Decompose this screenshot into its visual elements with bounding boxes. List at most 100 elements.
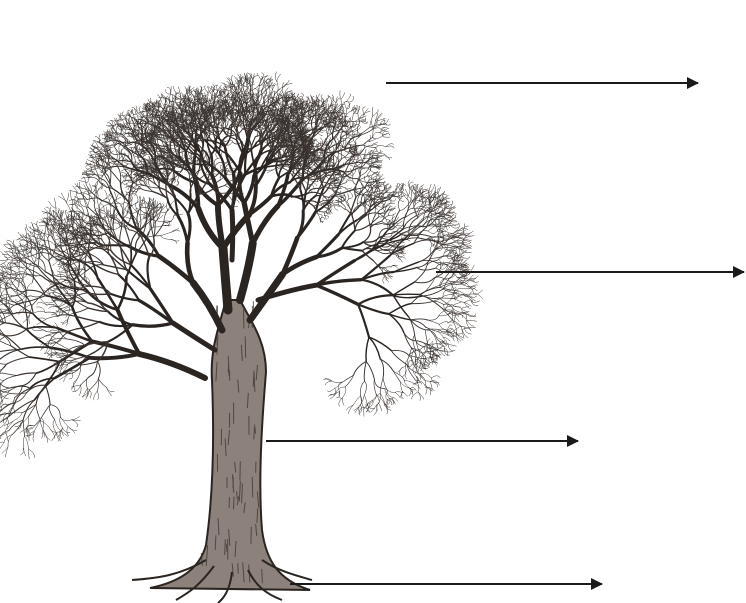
branch-stroke (342, 139, 343, 147)
branch-stroke (355, 138, 358, 145)
branch-stroke (220, 165, 223, 171)
branch-stroke (397, 197, 404, 202)
branch-stroke (215, 163, 223, 169)
branch-stroke (391, 265, 398, 268)
branch-stroke (253, 206, 278, 243)
bark-hatch (252, 477, 253, 498)
bark-hatch (226, 544, 227, 552)
branch-stroke (364, 109, 368, 115)
branch-stroke (364, 111, 370, 115)
branch-stroke (167, 87, 170, 94)
branch-stroke (72, 420, 78, 427)
branch-stroke (338, 205, 344, 209)
branch-stroke (372, 144, 378, 146)
branch-stroke (25, 437, 29, 450)
branch-stroke (151, 289, 173, 323)
branch-stroke (68, 427, 77, 431)
branch-stroke (176, 181, 179, 186)
branch-stroke (188, 214, 191, 244)
branch-stroke (357, 196, 359, 205)
branch-stroke (341, 148, 342, 159)
branch-stroke (178, 216, 187, 243)
branch-stroke (367, 176, 369, 183)
branch-stroke (95, 168, 100, 178)
branch-stroke (360, 118, 366, 120)
branch-stroke (41, 429, 43, 438)
bark-hatch (262, 569, 263, 583)
branch-stroke (82, 192, 90, 195)
branch-stroke (110, 123, 116, 126)
branch-stroke (29, 449, 30, 459)
branch-stroke (308, 192, 322, 194)
branch-stroke (341, 93, 345, 100)
branch-stroke (204, 86, 207, 93)
branch-stroke (325, 96, 330, 101)
branch-stroke (389, 213, 396, 216)
branch-stroke (13, 413, 22, 422)
branch-stroke (98, 147, 106, 150)
branch-stroke (364, 141, 369, 148)
branch-stroke (335, 206, 340, 207)
branch-stroke (344, 200, 349, 206)
branch-stroke (297, 212, 315, 238)
branch-stroke (363, 228, 370, 243)
branch-stroke (173, 86, 176, 93)
branch-stroke (68, 427, 75, 434)
branch-stroke (41, 405, 50, 419)
branch-stroke (139, 354, 205, 378)
bark-hatch (234, 497, 235, 510)
branch-stroke (41, 418, 44, 429)
branch-stroke (350, 121, 351, 127)
branch-stroke (63, 428, 71, 433)
branch-stroke (122, 112, 125, 118)
branch-stroke (223, 248, 228, 310)
branch-stroke (369, 337, 380, 359)
branch-stroke (133, 146, 136, 152)
branch-stroke (321, 217, 324, 219)
branch-stroke (104, 245, 128, 246)
branch-stroke (72, 416, 80, 420)
branch-stroke (353, 175, 357, 185)
branch-stroke (21, 347, 51, 349)
branch-stroke (318, 214, 323, 218)
branch-stroke (316, 95, 319, 100)
branch-stroke (382, 136, 390, 137)
branch-stroke (369, 337, 392, 351)
branch-stroke (60, 417, 71, 421)
branch-stroke (118, 128, 123, 130)
branch-stroke (363, 152, 369, 159)
branch-stroke (45, 385, 50, 404)
branch-stroke (52, 432, 56, 441)
branch-stroke (0, 443, 4, 450)
branch-stroke (352, 114, 354, 122)
branch-stroke (49, 405, 54, 420)
branch-stroke (372, 136, 382, 139)
branch-stroke (34, 378, 55, 400)
branch-stroke (29, 449, 35, 458)
branch-stroke (333, 204, 338, 205)
branch-stroke (53, 420, 56, 433)
branch-stroke (174, 168, 182, 172)
branch-stroke (393, 294, 420, 295)
branch-stroke (110, 144, 117, 148)
branch-stroke (340, 91, 341, 100)
branch-stroke (2, 415, 10, 420)
branch-stroke (345, 111, 351, 117)
bark-hatch (215, 535, 216, 550)
branch-stroke (335, 206, 338, 210)
branch-stroke (67, 427, 69, 436)
branch-stroke (358, 295, 393, 304)
branch-stroke (181, 93, 183, 99)
branch-stroke (349, 193, 353, 199)
branch-stroke (378, 251, 390, 254)
bark-hatch (254, 428, 255, 440)
branch-stroke (240, 243, 253, 300)
branch-stroke (5, 447, 8, 457)
branch-stroke (163, 99, 166, 105)
branch-stroke (139, 300, 173, 323)
branch-stroke (316, 285, 358, 304)
bark-hatch (225, 539, 226, 555)
branch-stroke (372, 132, 380, 137)
